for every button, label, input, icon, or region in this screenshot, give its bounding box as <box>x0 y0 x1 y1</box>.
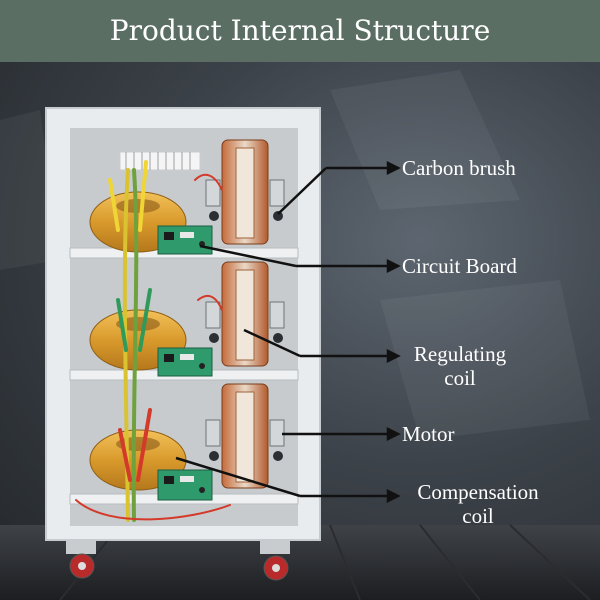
label-compensation-coil-line1: Compensation <box>417 480 539 504</box>
label-motor: Motor <box>402 422 455 446</box>
regulating-coil-bottom <box>221 383 269 489</box>
wiring <box>75 160 231 522</box>
wheel-icon <box>66 540 96 579</box>
pointer-regulating-coil <box>243 328 301 358</box>
label-carbon-brush: Carbon brush <box>402 156 516 180</box>
regulating-coil-top <box>221 139 269 245</box>
header-bar <box>0 0 600 62</box>
label-compensation-coil: Compensation coil <box>400 480 556 528</box>
heat-sink <box>119 151 201 171</box>
circuit-board-bottom <box>157 469 213 501</box>
brush-assemblies <box>205 179 285 447</box>
label-compensation-coil-line2: coil <box>462 504 494 528</box>
regulating-coil-middle <box>221 261 269 367</box>
wall-texture <box>0 70 590 440</box>
pointer-carbon-brush <box>277 167 327 215</box>
pointer-compensation-coil <box>175 456 301 498</box>
label-regulating-coil-line2: coil <box>444 366 476 390</box>
pointer-circuit-board <box>199 244 297 268</box>
label-circuit-board: Circuit Board <box>402 254 517 278</box>
page-title: Product Internal Structure <box>109 14 491 47</box>
wheel-icon <box>260 540 290 581</box>
label-regulating-coil-line1: Regulating <box>413 342 507 366</box>
label-regulating-coil: Regulating coil <box>402 342 518 390</box>
callout-pointers <box>175 160 401 504</box>
circuit-board-top <box>157 225 213 255</box>
circuit-board-middle <box>157 347 213 377</box>
motor-heads <box>209 211 283 461</box>
